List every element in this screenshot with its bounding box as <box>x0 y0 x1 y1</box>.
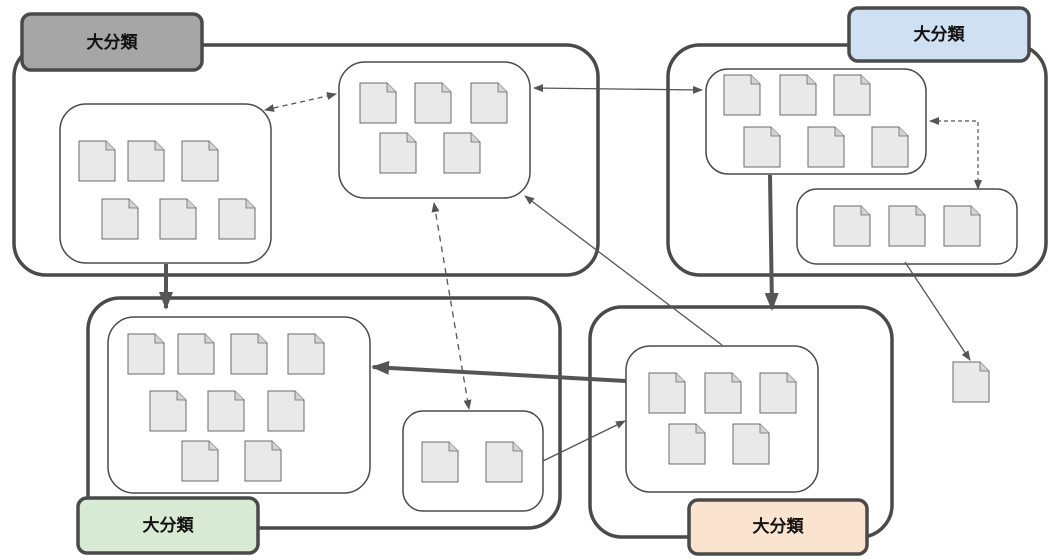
document-icon <box>244 440 282 482</box>
arrow-to-loose-doc <box>904 261 971 361</box>
document-fold-icon <box>176 391 186 401</box>
document-icon <box>871 126 909 168</box>
connector-arrows <box>159 84 982 462</box>
arrow-to-bottom-right <box>542 420 626 462</box>
document-fold-icon <box>105 141 115 151</box>
category-label: 大分類 <box>753 516 805 537</box>
document-fold-icon <box>750 75 760 85</box>
document-icon <box>379 132 417 174</box>
document-icon <box>485 441 523 483</box>
document-icon <box>759 372 797 414</box>
document-fold-icon <box>695 424 705 434</box>
document-fold-icon <box>470 133 480 143</box>
subgroup-bottom-right <box>625 345 819 493</box>
document-fold-icon <box>186 199 196 209</box>
document-fold-icon <box>979 362 989 372</box>
document-icon <box>218 198 256 240</box>
document-icon <box>421 441 459 483</box>
document-fold-icon <box>208 141 218 151</box>
category-tag-top-left: 大分類 <box>20 12 204 72</box>
document-fold-icon <box>314 334 324 344</box>
document-fold-icon <box>497 83 507 93</box>
document-icon <box>359 82 397 124</box>
document-fold-icon <box>759 424 769 434</box>
document-fold-icon <box>208 441 218 451</box>
document-icon <box>743 126 781 168</box>
document-icon <box>833 74 871 116</box>
document-fold-icon <box>386 83 396 93</box>
document-fold-icon <box>257 334 267 344</box>
category-label: 大分類 <box>143 515 195 536</box>
dashed-vertical-arrow <box>431 202 472 410</box>
document-icon <box>470 82 508 124</box>
document-icon <box>159 198 197 240</box>
document-fold-icon <box>271 441 281 451</box>
document-icon <box>833 205 871 247</box>
subgroup-top-left-b <box>338 61 531 199</box>
document-fold-icon <box>770 127 780 137</box>
document-icon <box>443 132 481 174</box>
category-label: 大分類 <box>914 24 966 45</box>
document-icon <box>207 390 245 432</box>
document-icon <box>287 333 325 375</box>
document-icon <box>807 126 845 168</box>
document-fold-icon <box>675 373 685 383</box>
document-fold-icon <box>512 442 522 452</box>
dashed-bidirectional-arrow <box>264 92 337 112</box>
document-icon <box>668 423 706 465</box>
document-icon <box>648 372 686 414</box>
document-fold-icon <box>448 442 458 452</box>
document-fold-icon <box>898 127 908 137</box>
thick-arrow-right-down <box>764 174 779 311</box>
document-fold-icon <box>834 127 844 137</box>
document-icon <box>127 333 165 375</box>
document-icon <box>723 74 761 116</box>
bidirectional-arrow <box>533 84 703 94</box>
document-icon <box>414 82 452 124</box>
document-icon <box>181 440 219 482</box>
document-fold-icon <box>128 199 138 209</box>
document-fold-icon <box>154 141 164 151</box>
arrow-to-top-middle <box>524 195 723 346</box>
document-icon <box>888 205 926 247</box>
document-fold-icon <box>154 334 164 344</box>
document-icon <box>267 390 305 432</box>
document-fold-icon <box>204 334 214 344</box>
document-icon <box>704 372 742 414</box>
document-icon <box>779 74 817 116</box>
document-icon <box>78 140 116 182</box>
document-fold-icon <box>441 83 451 93</box>
document-fold-icon <box>731 373 741 383</box>
category-tag-bottom-right: 大分類 <box>687 498 869 556</box>
category-tag-bottom-left: 大分類 <box>76 496 260 555</box>
document-fold-icon <box>294 391 304 401</box>
category-label: 大分類 <box>87 32 139 53</box>
thick-arrow-left <box>371 360 627 383</box>
document-icon <box>177 333 215 375</box>
document-icon <box>952 361 990 403</box>
document-fold-icon <box>806 75 816 85</box>
document-icon <box>943 205 981 247</box>
document-icon <box>230 333 268 375</box>
document-fold-icon <box>786 373 796 383</box>
document-fold-icon <box>234 391 244 401</box>
document-icon <box>149 390 187 432</box>
document-fold-icon <box>915 206 925 216</box>
dashed-elbow-arrow <box>929 117 982 190</box>
document-fold-icon <box>860 75 870 85</box>
document-fold-icon <box>406 133 416 143</box>
document-icon <box>127 140 165 182</box>
document-icon <box>181 140 219 182</box>
document-icon <box>732 423 770 465</box>
document-fold-icon <box>245 199 255 209</box>
document-icon <box>101 198 139 240</box>
category-tag-top-right: 大分類 <box>847 6 1031 63</box>
document-fold-icon <box>970 206 980 216</box>
document-fold-icon <box>860 206 870 216</box>
